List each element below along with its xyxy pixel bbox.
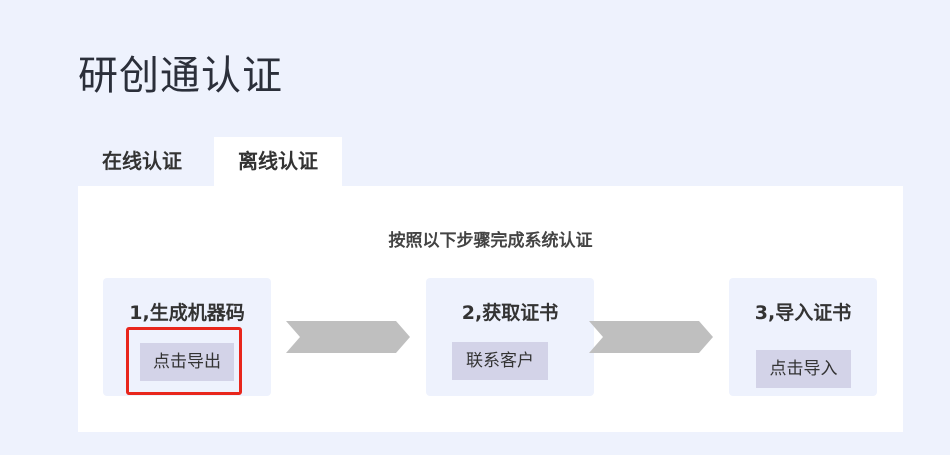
step-title: 3,导入证书 xyxy=(754,302,852,324)
tab-online-auth[interactable]: 在线认证 xyxy=(102,149,182,173)
page-title: 研创通认证 xyxy=(78,53,283,99)
arrow-right-icon xyxy=(286,321,410,353)
step-card-import-certificate: 3,导入证书 点击导入 xyxy=(729,278,877,396)
step-title: 1,生成机器码 xyxy=(129,302,245,324)
contact-customer-button[interactable]: 联系客户 xyxy=(452,342,548,380)
export-button[interactable]: 点击导出 xyxy=(140,343,234,381)
import-button[interactable]: 点击导入 xyxy=(756,350,851,388)
tab-offline-auth[interactable]: 离线认证 xyxy=(214,137,342,186)
highlight-box xyxy=(126,327,242,395)
tab-bar: 在线认证 离线认证 xyxy=(78,137,342,186)
step-title: 2,获取证书 xyxy=(461,302,559,324)
offline-auth-panel: 按照以下步骤完成系统认证 1,生成机器码 点击导出 2,获取证书 联系客户 3,… xyxy=(78,186,903,432)
step-card-generate-machine-code: 1,生成机器码 点击导出 xyxy=(103,278,271,396)
step-card-get-certificate: 2,获取证书 联系客户 xyxy=(426,278,594,396)
instruction-text: 按照以下步骤完成系统认证 xyxy=(388,231,593,251)
arrow-right-icon xyxy=(589,321,713,353)
